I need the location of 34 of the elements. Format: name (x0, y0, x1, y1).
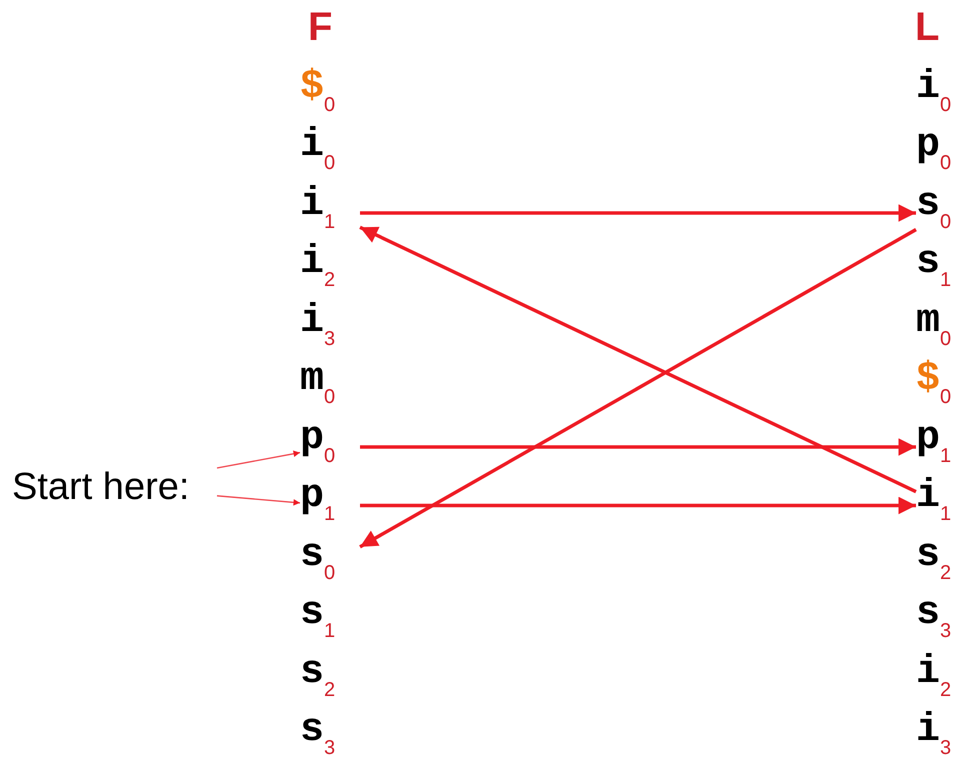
indexed-character: s$_{2}$ (300, 650, 336, 702)
indexed-character: i$_{3}$ (300, 300, 336, 352)
start-label: Start here: (12, 466, 190, 508)
arrow (359, 226, 917, 494)
indexed-character: i$_{1}$ (300, 182, 336, 234)
indexed-character: s$_{0}$ (916, 182, 952, 234)
column-heading: L (915, 5, 940, 50)
indexed-character: m$_{0}$ (916, 300, 952, 352)
indexed-character: i$_{0}$ (916, 66, 952, 118)
indexed-character: m$_{0}$ (300, 358, 336, 410)
indexed-character: i$_{0}$ (300, 124, 336, 176)
indexed-character: p$_{1}$ (300, 475, 336, 527)
indexed-character: i$_{2}$ (300, 241, 336, 293)
indexed-character: p$_{0}$ (916, 124, 952, 176)
indexed-character: s$_{2}$ (916, 534, 952, 586)
indexed-character: p$_{1}$ (916, 416, 952, 468)
indexed-character: s$_{3}$ (300, 709, 336, 761)
indexed-character: $$_{0}$ (916, 358, 952, 410)
indexed-character: p$_{0}$ (300, 416, 336, 468)
indexed-character: i$_{2}$ (916, 650, 952, 702)
indexed-character: i$_{1}$ (916, 475, 952, 527)
arrow (359, 228, 917, 548)
indexed-character: $$_{0}$ (300, 66, 336, 118)
indexed-character: s$_{3}$ (916, 592, 952, 644)
arrow (360, 496, 916, 514)
arrow (360, 438, 916, 456)
arrow (216, 495, 300, 506)
indexed-character: i$_{3}$ (916, 709, 952, 761)
column-heading: F (308, 5, 332, 50)
arrow (360, 204, 916, 222)
arrow (216, 450, 300, 469)
indexed-character: s$_{0}$ (300, 534, 336, 586)
indexed-character: s$_{1}$ (916, 241, 952, 293)
indexed-character: s$_{1}$ (300, 592, 336, 644)
